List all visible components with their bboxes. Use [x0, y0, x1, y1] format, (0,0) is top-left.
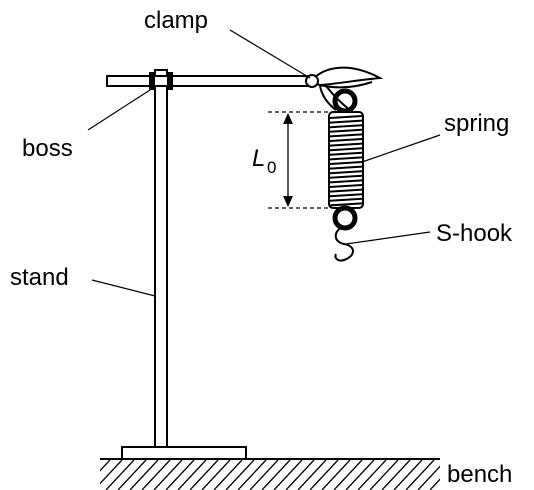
- bench-hatch-line: [100, 460, 111, 472]
- spring-coil: [329, 170, 363, 175]
- spring-coil: [329, 151, 363, 156]
- clamp-label: clamp: [144, 7, 208, 34]
- bench-hatch-line: [225, 460, 255, 490]
- stand-label: stand: [10, 264, 69, 291]
- s-hook: [334, 225, 354, 262]
- stand-rod: [154, 69, 168, 448]
- bench-hatch-line: [345, 460, 375, 490]
- clamp: [305, 66, 384, 111]
- bench-hatch-line: [237, 460, 267, 490]
- spring-coil: [329, 119, 363, 124]
- spring-coil: [329, 202, 363, 207]
- bench-hatch-line: [201, 460, 231, 490]
- boss-label: boss: [22, 135, 73, 162]
- spring-coil: [329, 197, 363, 202]
- spring-coil: [329, 115, 363, 119]
- bench-hatch-line: [297, 460, 327, 490]
- spring-coil: [329, 147, 363, 152]
- spring-coil: [329, 174, 363, 179]
- spring-coil: [329, 138, 363, 142]
- clamp-leader: [229, 29, 311, 79]
- spring-coil: [329, 188, 363, 193]
- bench-hatch-line: [117, 460, 147, 490]
- length-symbol: L: [252, 145, 265, 172]
- bench-hatch-line: [249, 460, 279, 490]
- length-subscript: 0: [267, 158, 276, 177]
- spring: [328, 111, 364, 209]
- boss: [149, 72, 173, 90]
- spring-coil: [329, 133, 363, 138]
- spring-coil: [329, 124, 363, 129]
- bench: [100, 458, 440, 490]
- stand-base: [121, 446, 247, 460]
- spring-coil: [329, 184, 363, 188]
- bench-hatch-line: [141, 460, 171, 490]
- spring-coil: [329, 128, 363, 133]
- bench-hatch-line: [321, 460, 351, 490]
- spring-coil: [329, 142, 363, 147]
- spring-leader: [361, 134, 441, 163]
- spring-coil: [329, 165, 363, 170]
- bench-hatch-line: [429, 478, 440, 490]
- bench-hatch-line: [381, 460, 411, 490]
- bench-hatch-line: [285, 460, 315, 490]
- stand-leader: [91, 279, 156, 297]
- bench-hatch-line: [393, 460, 423, 490]
- bench-hatch-line: [357, 460, 387, 490]
- spring-coil: [329, 156, 363, 161]
- bench-hatch-line: [273, 460, 303, 490]
- bench-hatch-line: [309, 460, 339, 490]
- horizontal-arm: [106, 75, 313, 87]
- s-hook-leader: [345, 231, 431, 245]
- bench-hatch-line: [153, 460, 183, 490]
- bench-label: bench: [447, 461, 512, 488]
- bench-hatch-line: [417, 465, 440, 490]
- bench-hatch-line: [369, 460, 399, 490]
- spring-coil: [329, 179, 363, 184]
- s-hook-label: S-hook: [436, 220, 513, 247]
- bench-hatch-line: [333, 460, 363, 490]
- bench-hatch-line: [261, 460, 291, 490]
- boss-leader: [87, 89, 151, 131]
- bench-hatch-line: [189, 460, 219, 490]
- bench-hatch-line: [405, 460, 435, 490]
- length-dimension: [268, 111, 330, 209]
- spring-coil: [329, 193, 363, 198]
- bench-hatch-line: [165, 460, 195, 490]
- bench-hatch-line: [129, 460, 159, 490]
- spring-bottom-loop: [332, 205, 358, 231]
- spring-top-loop: [332, 88, 358, 114]
- bench-hatch-line: [105, 460, 135, 490]
- bench-hatch-line: [177, 460, 207, 490]
- spring-coil: [329, 161, 363, 165]
- bench-hatch-line: [100, 460, 123, 485]
- spring-label: spring: [444, 110, 509, 137]
- bench-hatch-line: [213, 460, 243, 490]
